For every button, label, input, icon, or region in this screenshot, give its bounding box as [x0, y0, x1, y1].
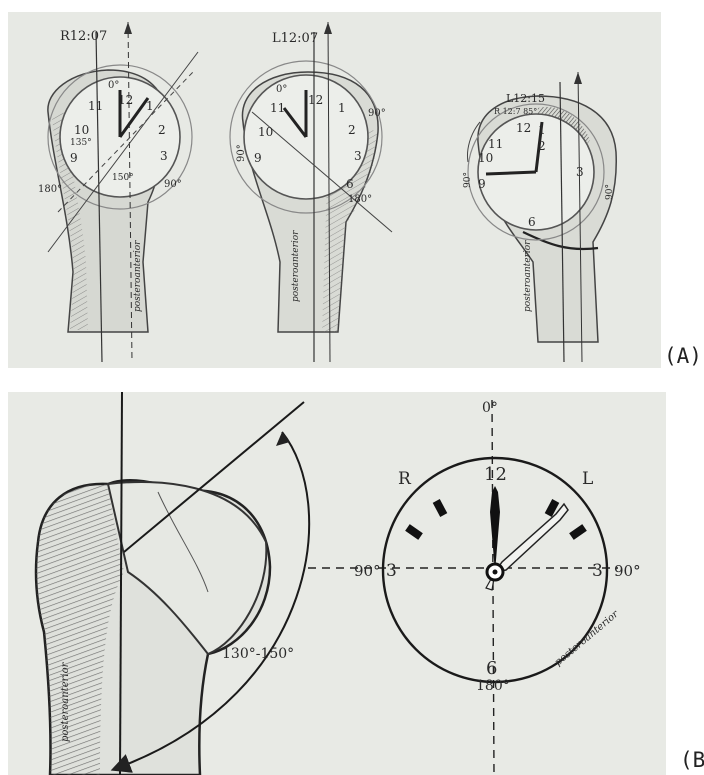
right-clock-minute-hand: [486, 172, 536, 174]
middle-clock-numeral-9: 9: [254, 151, 262, 165]
right-clock-numeral-3: 3: [576, 165, 584, 179]
left-clock-angle-150: 150°: [112, 173, 134, 183]
left-clock-numeral-2: 2: [158, 123, 166, 137]
left-clock-numeral-10: 10: [74, 123, 89, 137]
right-clock-numeral-6: 6: [528, 215, 536, 229]
middle-bone-script: posteroanterior: [291, 230, 301, 302]
left-clock-bottom-mark: 180°: [38, 184, 62, 195]
right-clock-numeral-9: 9: [478, 177, 486, 191]
panel-b-tick-r1: [433, 499, 448, 517]
right-clock-subcaption: R 12:7 85°: [494, 107, 537, 116]
right-clock-numeral-11: 11: [488, 137, 503, 151]
panel-b-label: (B): [680, 748, 704, 772]
panel-b-clock-script: posteroanterior: [553, 608, 622, 668]
right-clock-right-mark: 90°: [605, 184, 615, 200]
panel-b-angle-label: 130°-150°: [222, 646, 294, 662]
right-clock-numeral-2: 2: [538, 139, 546, 153]
left-clock-caption: R12:07: [60, 29, 107, 44]
middle-clock-top-mark: 0°: [276, 84, 287, 95]
middle-clock-numeral-12: 12: [308, 93, 323, 107]
panel-b-left-ninety: 90°: [354, 562, 381, 580]
panel-b-right-three: 3: [592, 561, 603, 581]
panel-b-minute-hand: [495, 504, 568, 572]
right-clock-caption: L12:15: [506, 92, 545, 105]
middle-clock-right-mark: 90°: [368, 108, 386, 119]
panel-b-twelve: 12: [484, 464, 507, 485]
left-clock-numeral-3: 3: [160, 149, 168, 163]
panel-b-top-mark: 0°: [482, 400, 498, 416]
middle-clock-bottom-mark: 180°: [348, 194, 372, 205]
left-clock-right-mark: 90°: [164, 179, 182, 190]
panel-b-left-three: 3: [386, 561, 397, 581]
right-clock-numeral-10: 10: [478, 151, 493, 165]
panel-b-clock: [308, 400, 618, 775]
left-clock-numeral-11: 11: [88, 99, 103, 113]
panel-b-sketch: 130°-150° posteroanterior 0° 12 R L 90° …: [8, 392, 666, 775]
middle-clock-left-mark: 90°: [236, 144, 247, 162]
left-humerus: [48, 22, 198, 362]
panel-b-tick-l2: [569, 524, 587, 540]
panel-b-right-ninety: 90°: [614, 562, 641, 580]
panel-a-drawing: R12:07 0° 12 1 2 3 9 10 11 90° 180° 135°…: [8, 12, 661, 368]
panel-b-side-r: R: [398, 469, 412, 489]
right-clock-left-mark: 90°: [463, 172, 473, 188]
panel-b-side-l: L: [582, 469, 593, 489]
panel-b-tick-r2: [405, 524, 423, 540]
middle-clock-numeral-11: 11: [270, 101, 285, 115]
middle-clock-numeral-10: 10: [258, 125, 273, 139]
panel-b-bottom-mark: 180°: [476, 678, 510, 694]
right-clock-numeral-12: 12: [516, 121, 531, 135]
panel-b-hour-hand: [490, 486, 500, 572]
panel-b-six: 6: [486, 658, 497, 679]
middle-humerus: [230, 22, 392, 362]
left-clock-numeral-12: 12: [118, 93, 133, 107]
left-clock-angle-135: 135°: [70, 138, 92, 148]
middle-clock-caption: L12:07: [272, 31, 318, 46]
left-clock-numeral-9: 9: [70, 151, 78, 165]
panel-b-bone-script: posteroanterior: [60, 661, 71, 742]
left-clock-top-mark: 0°: [108, 80, 119, 91]
left-clock-numeral-1: 1: [146, 99, 154, 113]
right-bone-script: posteroanterior: [523, 240, 533, 312]
panel-b-drawing: 130°-150° posteroanterior 0° 12 R L 90° …: [8, 392, 666, 775]
panel-a-label: (A): [664, 344, 702, 368]
panel-b-humerus: [36, 480, 270, 775]
middle-clock-numeral-3: 3: [354, 149, 362, 163]
panel-a-sketch: R12:07 0° 12 1 2 3 9 10 11 90° 180° 135°…: [8, 12, 661, 368]
middle-clock-numeral-1: 1: [338, 101, 346, 115]
right-clock-numeral-1: 1: [538, 123, 546, 137]
left-bone-script: posteroanterior: [133, 240, 143, 312]
right-humerus: [468, 72, 617, 362]
middle-clock-numeral-6: 6: [346, 177, 354, 191]
middle-clock-numeral-2: 2: [348, 123, 356, 137]
